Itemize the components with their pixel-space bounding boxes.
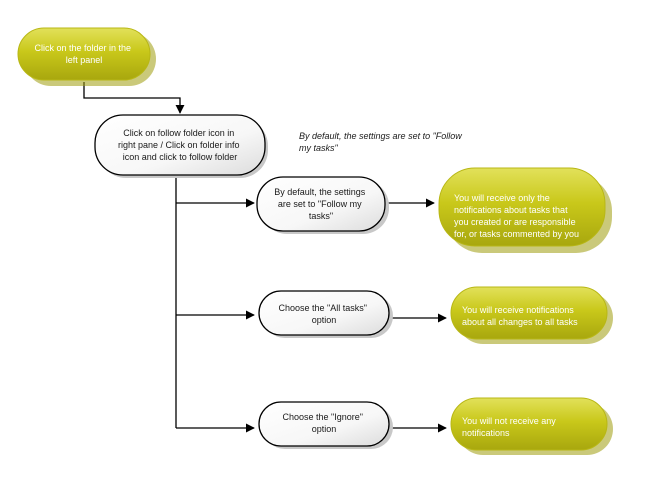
node-start-line: Click on the folder in the — [34, 43, 131, 53]
node-default-line: By default, the settings — [274, 187, 366, 197]
node-ignore: Choose the "Ignore" option — [258, 401, 393, 449]
node-follow-text: Click on follow folder icon in right pan… — [118, 128, 242, 162]
connectors — [83, 82, 447, 433]
node-ignore-line: option — [312, 424, 337, 434]
node-result-all-text: You will receive notifications about all… — [462, 305, 578, 327]
connector-start-to-follow — [83, 82, 185, 114]
node-all-tasks-line: option — [312, 315, 337, 325]
node-result-ignore: You will not receive any notifications — [450, 397, 613, 455]
node-start-text: Click on the folder in the left panel — [34, 43, 133, 65]
node-follow: Click on follow folder icon in right pan… — [94, 114, 268, 178]
node-result-default-line: you created or are responsible — [454, 217, 576, 227]
default-note-line: By default, the settings are set to "Fol… — [299, 131, 462, 141]
node-ignore-text: Choose the "Ignore" option — [283, 412, 366, 434]
node-default-line: are set to "Follow my — [278, 199, 362, 209]
node-result-default-line: notifications about tasks that — [454, 205, 568, 215]
node-all-tasks: Choose the "All tasks" option — [258, 290, 393, 338]
node-follow-line: right pane / Click on folder info — [118, 140, 240, 150]
default-note-line: my tasks" — [299, 143, 339, 153]
node-result-all: You will receive notifications about all… — [450, 286, 613, 344]
node-result-all-line: about all changes to all tasks — [462, 317, 578, 327]
node-default-line: tasks" — [309, 211, 333, 221]
node-result-default: You will receive only the notifications … — [438, 167, 612, 253]
node-follow-line: icon and click to follow folder — [123, 152, 238, 162]
node-start-line: left panel — [66, 55, 103, 65]
node-start: Click on the folder in the left panel — [17, 27, 156, 86]
node-result-ignore-line: You will not receive any — [462, 416, 556, 426]
node-result-ignore-text: You will not receive any notifications — [462, 416, 558, 438]
node-default-text: By default, the settings are set to "Fol… — [274, 187, 368, 221]
node-default: By default, the settings are set to "Fol… — [256, 176, 389, 234]
node-result-ignore-line: notifications — [462, 428, 510, 438]
node-result-all-line: You will receive notifications — [462, 305, 574, 315]
node-result-default-line: You will receive only the — [454, 193, 550, 203]
node-all-tasks-line: Choose the "All tasks" — [279, 303, 367, 313]
node-follow-line: Click on follow folder icon in — [123, 128, 234, 138]
node-result-default-line: for, or tasks commented by you — [454, 229, 579, 239]
node-result-default-text: You will receive only the notifications … — [454, 193, 579, 239]
node-all-tasks-text: Choose the "All tasks" option — [279, 303, 370, 325]
node-ignore-line: Choose the "Ignore" — [283, 412, 363, 422]
default-note: By default, the settings are set to "Fol… — [299, 131, 464, 153]
